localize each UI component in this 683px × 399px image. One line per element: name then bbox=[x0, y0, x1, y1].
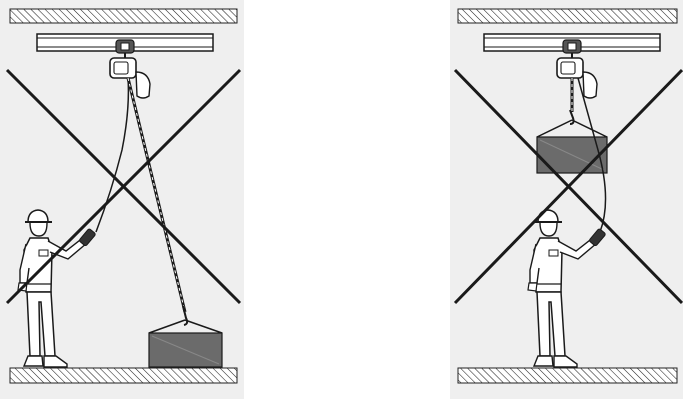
prohibited-cross-icon bbox=[5, 68, 242, 305]
prohibited-cross-icon bbox=[453, 68, 683, 305]
load-box bbox=[148, 332, 223, 368]
left-panel bbox=[0, 0, 244, 399]
right-panel bbox=[450, 0, 683, 399]
